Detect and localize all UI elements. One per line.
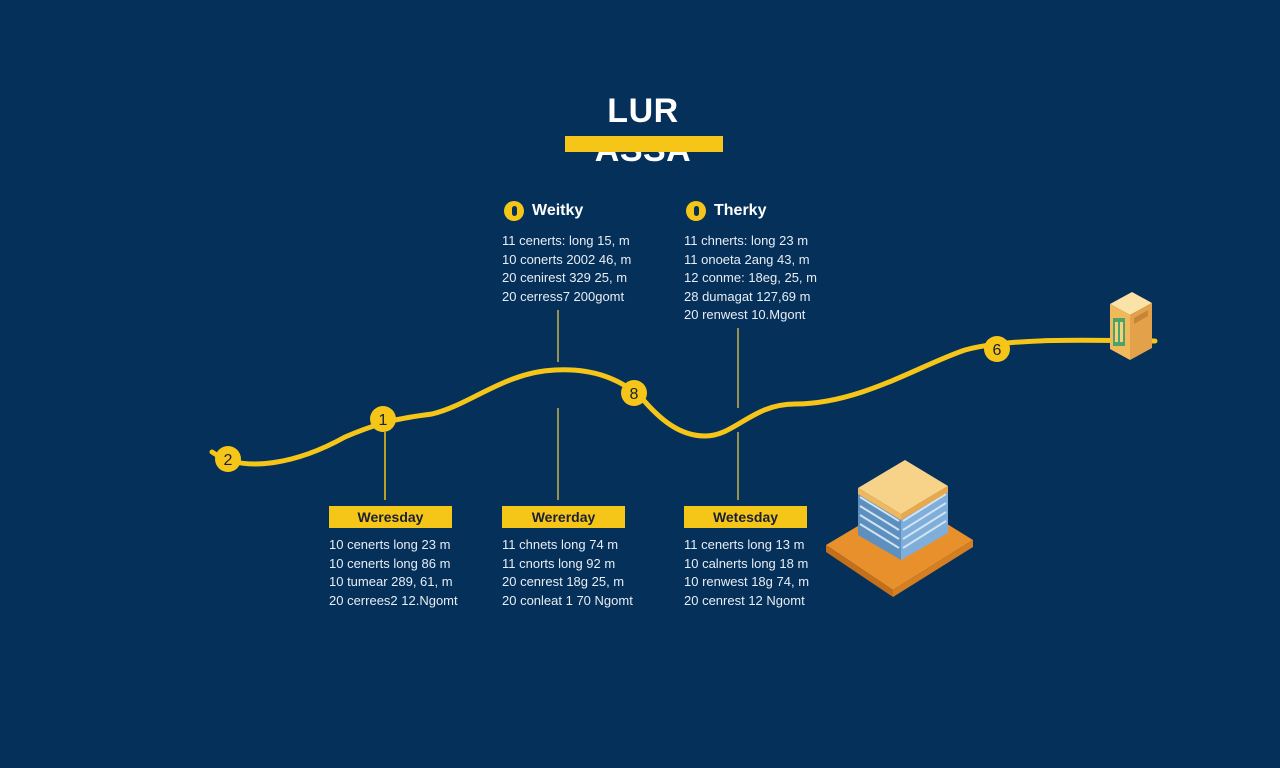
detail-line: 28 dumagat 127,69 m <box>684 288 811 304</box>
detail-line: 20 conleat 1 70 Ngomt <box>502 592 633 608</box>
small-building-icon <box>1110 292 1152 360</box>
clock-icon <box>686 201 706 221</box>
office-building-icon <box>826 460 973 597</box>
timeline-marker[interactable]: 2 <box>215 446 241 472</box>
detail-line: 10 calnerts long 18 m <box>684 555 809 571</box>
detail-line: 11 cenerts long 13 m <box>684 537 805 552</box>
detail-line: 10 renwest 18g 74, m <box>684 574 810 589</box>
timeline-block-details: 11 chnerts: long 23 m 11 onoeta 2ang 43,… <box>684 232 817 325</box>
timeline-marker[interactable]: 8 <box>621 380 647 406</box>
marker-label: 6 <box>993 342 1002 359</box>
clock-icon <box>504 201 524 221</box>
marker-label: 8 <box>630 386 639 403</box>
detail-line: 11 chnets long 74 m <box>502 537 619 552</box>
block-heading-text: Weitky <box>532 202 584 219</box>
timeline-block-details: 11 cenerts: long 15, m 10 conerts 2002 4… <box>502 232 631 306</box>
timeline-marker[interactable]: 6 <box>984 336 1010 362</box>
detail-line: 11 chnerts: long 23 m <box>684 233 809 248</box>
detail-line: 20 cerrees2 12.Ngomt <box>329 592 458 608</box>
block-heading-text: Therky <box>714 202 767 219</box>
detail-line: 20 cerress7 200gomt <box>502 288 625 304</box>
title-underline <box>565 136 723 152</box>
marker-label: 1 <box>379 412 388 429</box>
detail-line: 11 onoeta 2ang 43, m <box>684 251 810 267</box>
day-label: Wetesday <box>684 506 807 528</box>
detail-line: 10 tumear 289, 61, m <box>329 574 453 589</box>
timeline-block-heading: Therky <box>686 201 766 221</box>
detail-line: 20 renwest 10.Mgont <box>684 307 806 322</box>
detail-line: 11 cnorts long 92 m <box>502 555 616 571</box>
detail-line: 10 cenerts long 23 m <box>329 537 451 552</box>
day-label: Wererday <box>502 506 625 528</box>
detail-line: 20 cenrest 12 Ngomt <box>684 592 805 608</box>
detail-line: 20 cenirest 329 25, m <box>502 270 628 285</box>
detail-line: 10 cenerts long 86 m <box>329 555 451 571</box>
timeline-block-details: 11 cenerts long 13 m 10 calnerts long 18… <box>684 536 809 610</box>
day-label: Weresday <box>329 506 452 528</box>
detail-line: 10 conerts 2002 46, m <box>502 251 632 267</box>
timeline-block-details: 10 cenerts long 23 m 10 cenerts long 86 … <box>329 536 458 610</box>
timeline-block-heading: Weitky <box>504 201 583 221</box>
timeline-marker[interactable]: 1 <box>370 406 396 432</box>
detail-line: 12 conme: 18eg, 25, m <box>684 270 817 285</box>
detail-line: 20 cenrest 18g 25, m <box>502 574 625 589</box>
timeline-path <box>209 337 1158 467</box>
detail-line: 11 cenerts: long 15, m <box>502 233 630 248</box>
marker-label: 2 <box>224 452 233 469</box>
timeline-block-details: 11 chnets long 74 m 11 cnorts long 92 m … <box>502 536 633 610</box>
